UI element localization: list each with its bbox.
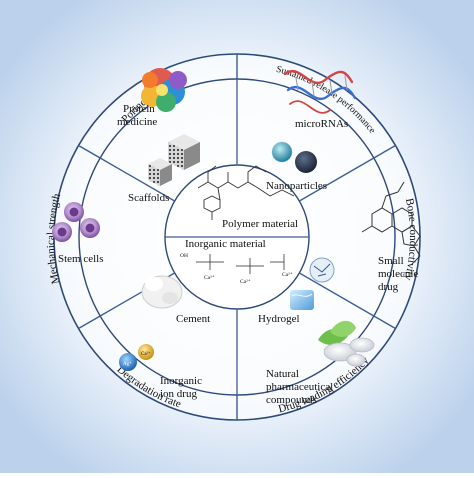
small-molecule-illustration xyxy=(361,181,421,265)
protein-illustration xyxy=(141,68,187,112)
cement-illustration xyxy=(141,275,183,309)
polymer-label: Polymer material xyxy=(222,218,298,230)
ion-drug-label-2: ion drug xyxy=(160,388,197,400)
polymer-structure-illustration xyxy=(197,165,295,220)
nanoparticles-label: Nanoparticles xyxy=(266,180,327,192)
ca-label-3: Ca²⁺ xyxy=(282,272,293,278)
microrna-helix-illustration xyxy=(283,70,357,114)
hydrogel-illustration xyxy=(290,257,335,310)
small-molecule-label-2: molecule xyxy=(378,268,418,280)
stem-cells-label: Stem cells xyxy=(58,253,104,265)
ag-ion-label: Ag⁺ xyxy=(123,361,132,367)
ion-drug-illustration xyxy=(119,344,154,371)
natural-label-1: Natural xyxy=(266,368,299,380)
cement-label: Cement xyxy=(176,313,210,325)
micrornas-label: microRNAs xyxy=(295,118,348,130)
ca-label-2: Ca²⁺ xyxy=(240,279,251,285)
small-molecule-label-3: drug xyxy=(378,281,399,293)
ca-ion-label: Ca²⁺ xyxy=(141,351,151,357)
inorganic-structure-illustration xyxy=(196,254,285,274)
oh-label: OH xyxy=(180,253,188,259)
protein-label-2: medicine xyxy=(117,116,157,128)
stem-cells-illustration xyxy=(52,202,100,242)
scaffolds-illustration xyxy=(148,134,200,186)
small-molecule-label-1: Small xyxy=(378,255,404,267)
outer-spokes xyxy=(78,54,396,420)
ca-label-1: Ca²⁺ xyxy=(204,275,215,281)
inorganic-label: Inorganic material xyxy=(185,238,266,250)
natural-label-2: pharmaceutical xyxy=(266,381,333,393)
nanoparticles-illustration xyxy=(271,141,317,173)
natural-compounds-illustration xyxy=(318,320,375,367)
hydrogel-label: Hydrogel xyxy=(258,313,300,325)
protein-label-1: Protein xyxy=(123,103,155,115)
natural-label-3: compounds xyxy=(266,394,317,406)
scaffolds-label: Scaffolds xyxy=(128,192,169,204)
ion-drug-label-1: Inorganic xyxy=(160,375,202,387)
